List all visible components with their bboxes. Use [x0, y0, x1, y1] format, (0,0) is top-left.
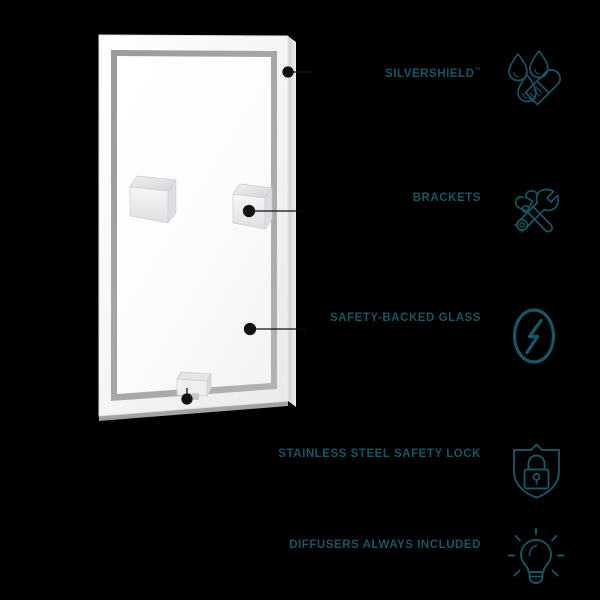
feature-silvershield[interactable]: SILVERSHIELD™ — [119, 46, 481, 102]
hammer-wrench-icon — [507, 184, 565, 242]
feature-label-stainless-steel-safety-lock: STAINLESS STEEL SAFETY LOCK — [278, 448, 481, 461]
mirror-glass — [117, 56, 271, 394]
panel-drop-shadow — [100, 416, 292, 424]
safety-lock-part — [176, 371, 212, 400]
leader-lines — [181, 66, 311, 405]
lightbulb-icon — [507, 527, 565, 589]
frame-bottom-shadow — [99, 401, 288, 421]
feature-brackets[interactable]: BRACKETS — [119, 186, 481, 212]
frame-depth-edge — [288, 36, 296, 407]
water-drops-paintbrush-icon — [505, 46, 567, 126]
feature-stainless-steel-safety-lock[interactable]: STAINLESS STEEL SAFETY LOCK — [119, 442, 481, 468]
trademark-symbol: ™ — [474, 66, 482, 74]
feature-safety-backed-glass[interactable]: SAFETY-BACKED GLASS — [119, 306, 481, 332]
shield-padlock-icon — [508, 439, 566, 501]
mirror-crack-icon — [508, 303, 564, 369]
bracket-clip-left — [129, 175, 177, 224]
feature-label-brackets: BRACKETS — [412, 192, 481, 205]
feature-label-silvershield: SILVERSHIELD™ — [385, 66, 482, 80]
feature-label-safety-backed-glass: SAFETY-BACKED GLASS — [329, 312, 481, 325]
feature-label-diffusers-always-included: DIFFUSERS ALWAYS INCLUDED — [289, 539, 481, 552]
feature-diffusers-always-included[interactable]: DIFFUSERS ALWAYS INCLUDED — [119, 533, 481, 559]
